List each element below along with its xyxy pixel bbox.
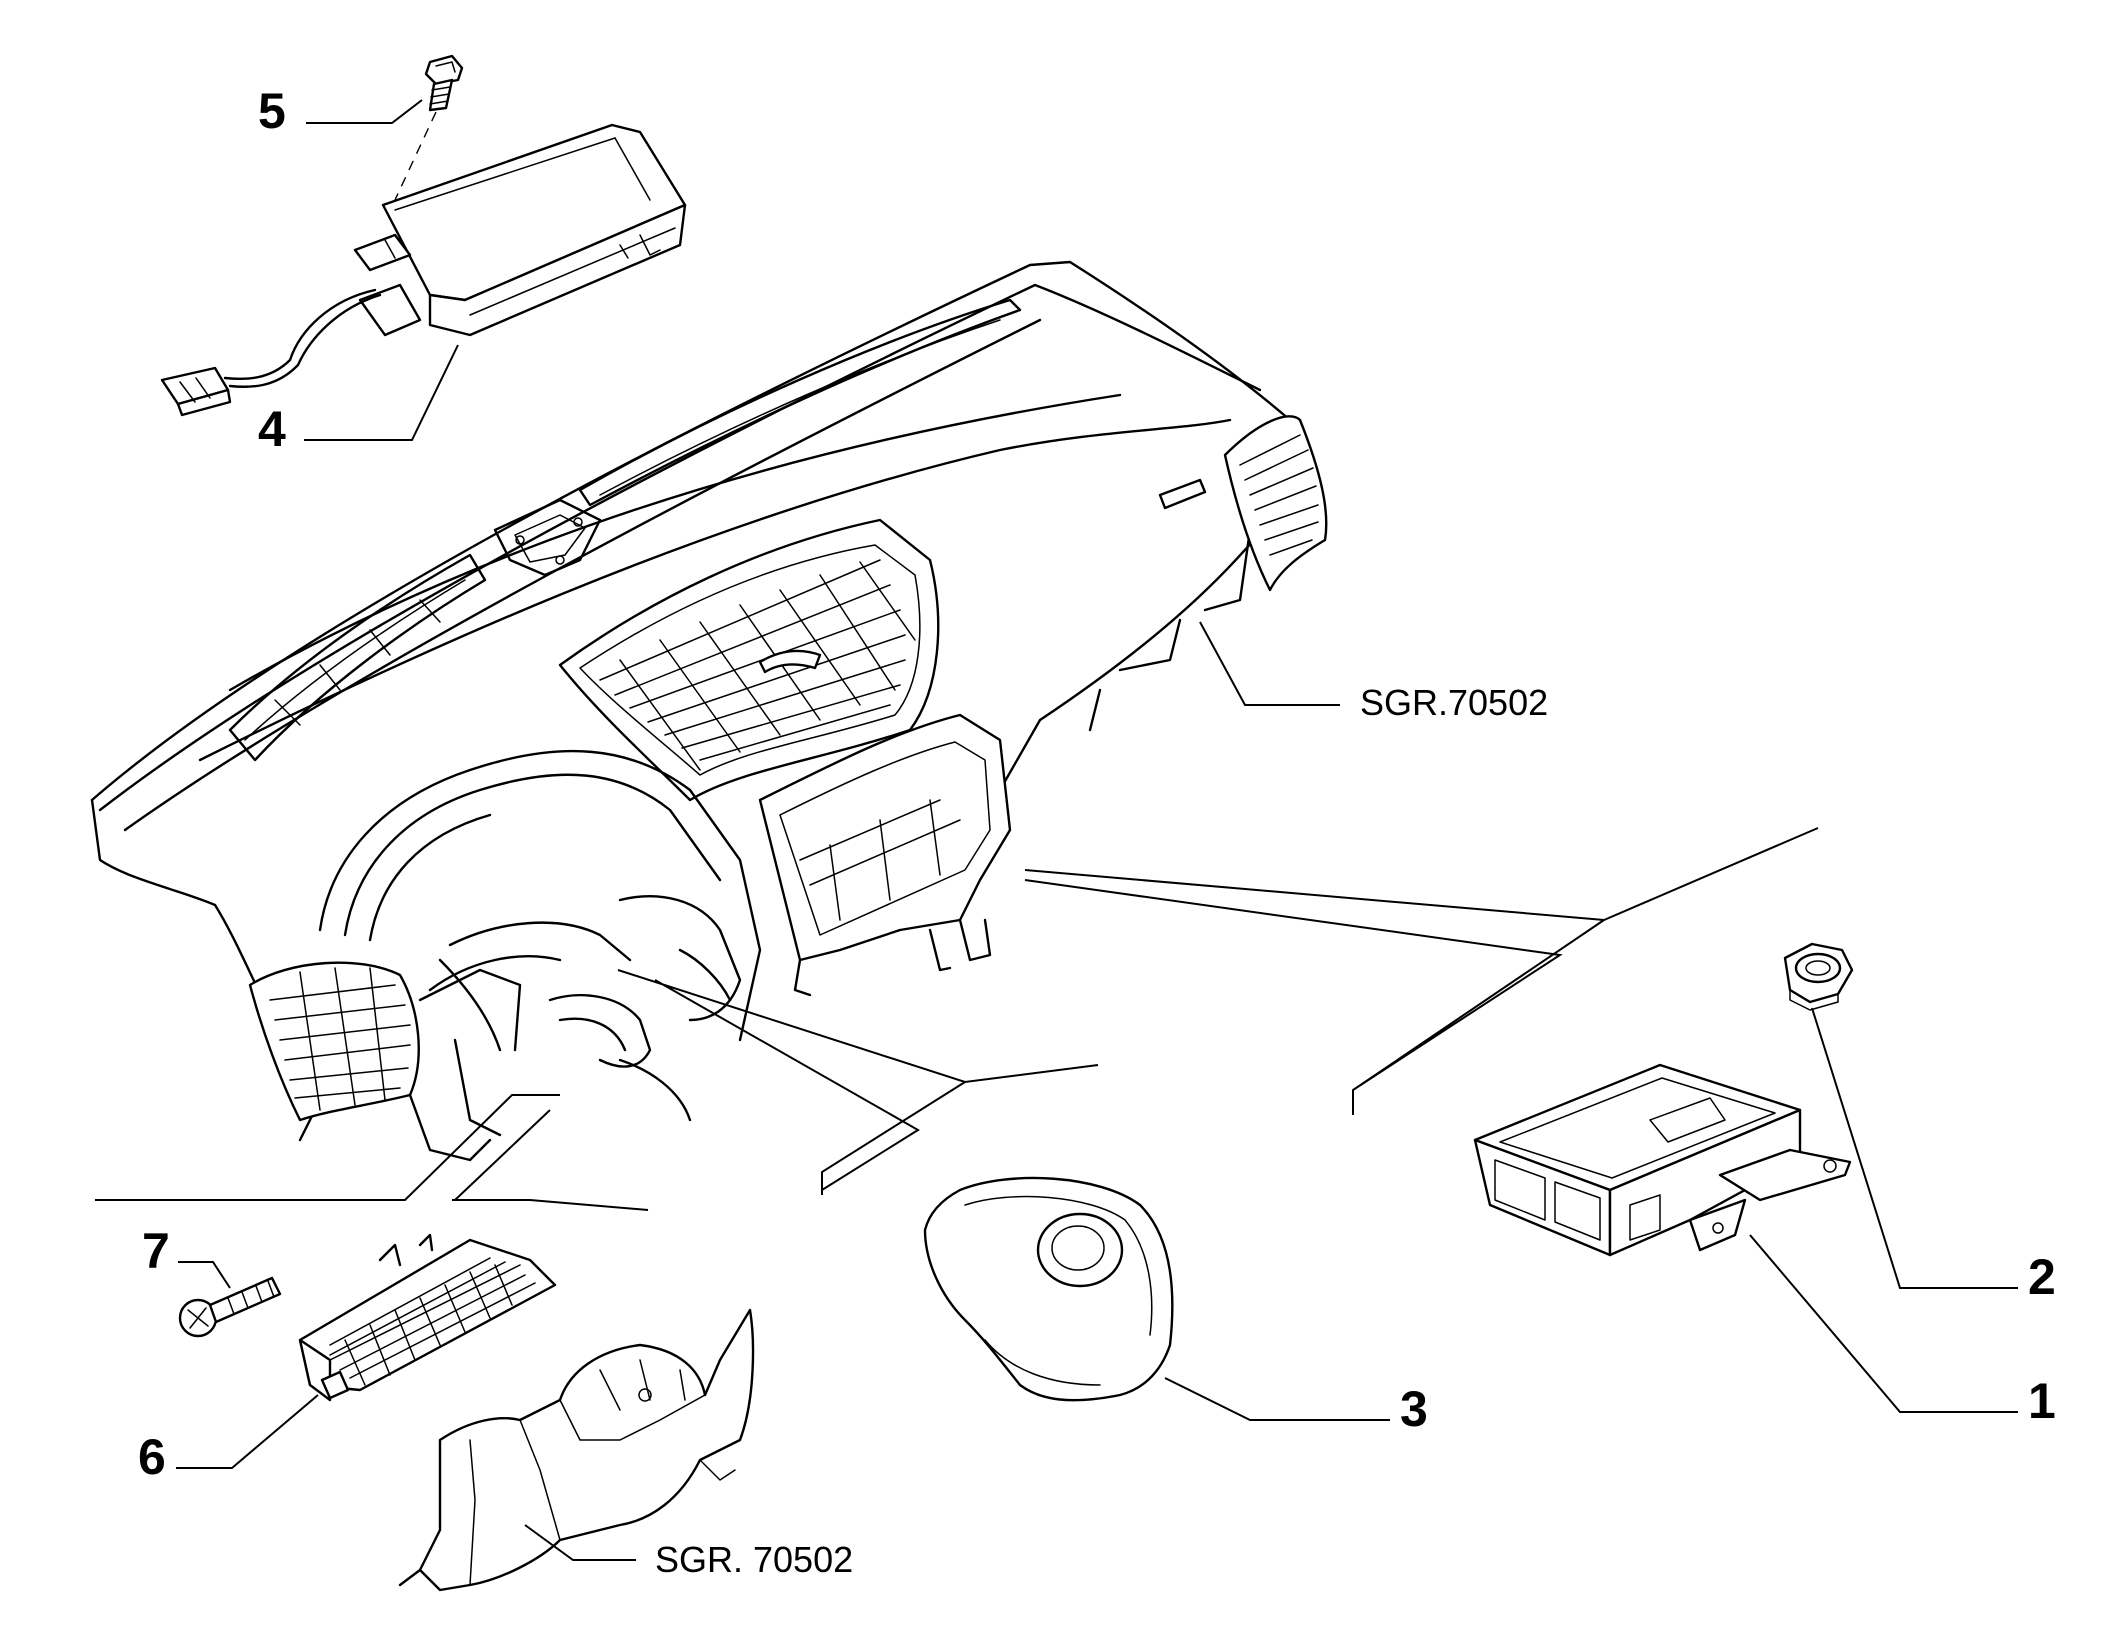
steering-column-cover xyxy=(398,1308,755,1592)
knee-cover-grille xyxy=(329,1257,536,1386)
nut-part-2 xyxy=(1783,942,1854,1011)
callout-5: 5 xyxy=(258,83,286,139)
callout-4: 4 xyxy=(258,401,286,457)
reference-dashboard: SGR.70502 xyxy=(1360,682,1549,723)
callout-6: 6 xyxy=(138,1429,166,1485)
reference-lower-cover: SGR. 70502 xyxy=(655,1539,854,1580)
leader-lines xyxy=(95,99,2018,1561)
callout-3: 3 xyxy=(1400,1381,1428,1437)
control-unit-part-1 xyxy=(1473,1063,1852,1257)
dashboard-panel xyxy=(90,260,1328,1162)
driver-airbag-part-3 xyxy=(923,1176,1174,1402)
callout-1: 1 xyxy=(2028,1373,2056,1429)
left-vent-grille xyxy=(269,967,411,1111)
bolt-part-5 xyxy=(394,54,464,201)
callout-7: 7 xyxy=(142,1223,170,1279)
right-vent-grille xyxy=(1239,434,1319,556)
screw-part-7 xyxy=(178,1276,282,1338)
knee-cover-part-6 xyxy=(298,1233,557,1402)
callout-2: 2 xyxy=(2028,1249,2056,1305)
passenger-airbag-part-4 xyxy=(160,123,687,417)
